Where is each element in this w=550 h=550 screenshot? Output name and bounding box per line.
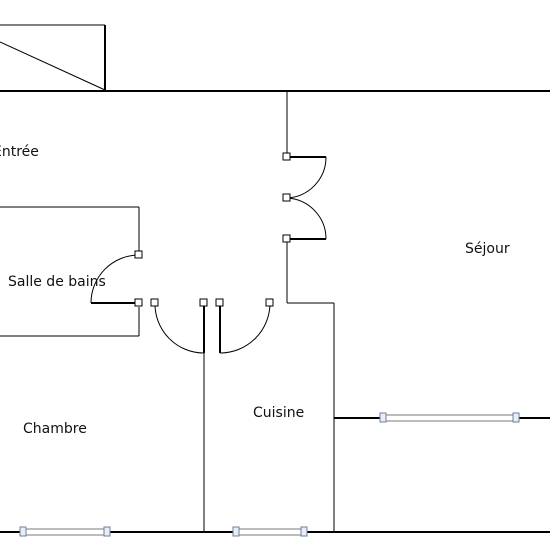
- kitchen-door[interactable]: [215, 298, 274, 354]
- room-label-salle-de-bains: Salle de bains: [8, 274, 106, 290]
- window-chambre: [19, 526, 111, 537]
- bedroom-door[interactable]: [150, 298, 208, 354]
- room-label-chambre: Chambre: [23, 421, 87, 437]
- room-label-cuisine: Cuisine: [253, 405, 304, 421]
- window-cuisine: [232, 526, 308, 537]
- sejour-double-door[interactable]: [282, 152, 327, 243]
- room-label-sejour: Séjour: [465, 241, 510, 257]
- bathroom-door[interactable]: [90, 250, 143, 307]
- stair-ramp: [0, 24, 106, 91]
- window-sejour: [379, 412, 520, 423]
- room-label-entree: Entrée: [0, 144, 39, 160]
- bathroom-walls: [0, 206, 140, 337]
